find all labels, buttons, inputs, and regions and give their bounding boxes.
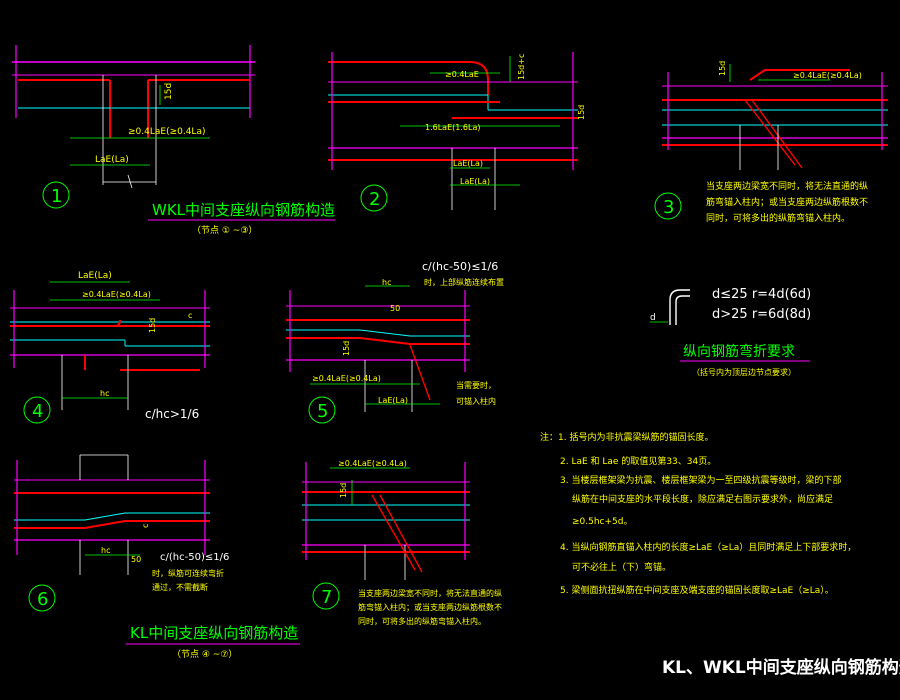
note-line-4: 纵筋在中间支座的水平段长度，除应满足右图示要求外，尚应满足 [572,493,833,505]
n5-hc-label: hc [382,278,391,287]
n5-note2-label: 当需要时， [456,380,496,390]
n2-lae-label: LaE(La) [453,159,483,168]
n5-note-label: 时，上部纵筋连续布置 [424,277,504,287]
note-line-7: 可不必往上（下）弯锚。 [572,561,671,573]
n6-note1-label: 时，纵筋可连续弯折 [152,568,224,578]
note-line-5: ≥0.5hc+5d。 [572,517,633,527]
n2-15d-label: 15d [577,105,586,120]
wkl-subtitle: （节点 ① ~③） [192,225,257,236]
node-3-detail: 15d ≥0.4LaE(≥0.4La) 当支座两边梁宽不同时，将无法直通的纵 筋… [654,61,888,224]
bend-title: 纵向钢筋弯折要求 [683,343,795,360]
n7-note-line-2: 筋弯锚入柱内；或当支座两边纵筋根数不 [358,602,502,612]
n2-16-label: 1.6LaE(1.6La) [425,123,480,132]
n4-lae-label: LaE(La) [78,271,112,281]
node-1-detail: ≥0.4LaE(≥0.4La) LaE(La) 15d 1 WKL中间支座纵向钢… [12,45,335,236]
n3-note-line-1: 当支座两边梁宽不同时，将无法直通的纵 [706,180,868,192]
node-6-detail: c hc 50 c/(hc-50)≤1/6 时，纵筋可连续弯折 通过，不需截断 … [14,454,300,660]
node-1-number: 1 [51,186,62,207]
n1-15d-label: 15d [164,83,174,100]
note-line-1: 注：1. 括号内为非抗震梁纵筋的锚固长度。 [540,431,713,443]
main-title: KL、WKL中间支座纵向钢筋构造 [662,657,900,678]
node-3-number: 3 [663,197,674,218]
note-line-8: 5. 梁侧面抗扭纵筋在中间支座及端支座的锚固长度取≥LaE（≥La）。 [560,584,834,596]
n2-lae2-label: LaE(La) [460,177,490,186]
n5-anchor-label: ≥0.4LaE(≥0.4La) [312,374,381,383]
node-5-number: 5 [317,401,328,422]
bend-rule-detail: d d≤25 r=4d(6d) d>25 r=6d(8d) 纵向钢筋弯折要求 （… [650,287,811,377]
note-line-6: 4. 当纵向钢筋直锚入柱内的长度≥LaE（≥La）且同时满足上下部要求时， [560,541,856,553]
bend-rule-2: d>25 r=6d(8d) [712,307,811,322]
node-7-number: 7 [321,587,332,608]
n5-lae-label: LaE(La) [378,396,408,405]
wkl-title: WKL中间支座纵向钢筋构造 [152,201,335,219]
general-notes: 注：1. 括号内为非抗震梁纵筋的锚固长度。 2. LaE 和 Lae 的取值见第… [540,431,856,596]
n4-15d-label: 15d [148,318,157,333]
n6-50-label: 50 [131,555,141,564]
n5-50-label: 50 [390,304,400,313]
n3-top-label: ≥0.4LaE(≥0.4La) [793,71,862,80]
n1-lae-label: LaE(La) [95,155,129,165]
n6-note2-label: 通过，不需截断 [152,582,208,592]
n6-c-label: c [141,524,150,528]
n4-cond-label: c/hc>1/6 [145,407,199,421]
n3-note-line-2: 筋弯锚入柱内；或当支座两边纵筋根数不 [706,196,868,208]
node-2-number: 2 [369,189,380,210]
n4-hc-label: hc [100,389,109,398]
n6-cond-label: c/(hc-50)≤1/6 [160,552,229,563]
n5-cond-label: c/(hc-50)≤1/6 [422,260,498,273]
n7-15d-label: 15d [339,483,348,498]
n4-c-label: c [188,311,192,320]
n6-hc-label: hc [101,546,110,555]
node-2-detail: ≥0.4LaE 15d+c 1.6LaE(1.6La) LaE(La) LaE(… [328,52,586,212]
kl-title: KL中间支座纵向钢筋构造 [130,624,298,642]
n1-anchor-label: ≥0.4LaE(≥0.4La) [128,127,205,137]
n2-top-label: ≥0.4LaE [445,70,479,79]
bend-d-label: d [650,313,656,323]
node-5-detail: c/(hc-50)≤1/6 时，上部纵筋连续布置 hc 50 15d ≥0.4L… [286,260,504,424]
bend-rule-1: d≤25 r=4d(6d) [712,287,811,302]
kl-subtitle: （节点 ④ ~⑦） [172,649,237,660]
node-4-number: 4 [32,401,43,422]
n7-note-line-1: 当支座两边梁宽不同时，将无法直通的纵 [358,588,502,598]
n7-note-line-3: 同时，可将多出的纵筋弯锚入柱内。 [358,616,486,626]
n3-15d-label: 15d [718,61,727,76]
note-line-3: 3. 当楼层框架梁为抗震、楼层框架梁为一至四级抗震等级时，梁的下部 [560,474,841,486]
n5-15d-label: 15d [342,341,351,356]
note-line-2: 2. LaE 和 Lae 的取值见第33、34页。 [560,455,716,467]
n2-15dhc-label: 15d+c [517,54,526,80]
node-7-detail: ≥0.4LaE(≥0.4La) 15d 当支座两边梁宽不同时，将无法直通的纵 筋… [302,459,502,626]
n5-note3-label: 可锚入柱内 [456,396,496,406]
bend-subtitle: （括号内为顶层边节点要求） [692,367,796,377]
n7-top-label: ≥0.4LaE(≥0.4La) [338,459,407,468]
node-4-detail: LaE(La) ≥0.4LaE(≥0.4La) 15d c hc c/hc>1/… [10,271,210,424]
n4-anchor-label: ≥0.4LaE(≥0.4La) [82,290,151,299]
n3-note-line-3: 同时，可将多出的纵筋弯锚入柱内。 [706,212,850,224]
node-6-number: 6 [37,589,48,610]
